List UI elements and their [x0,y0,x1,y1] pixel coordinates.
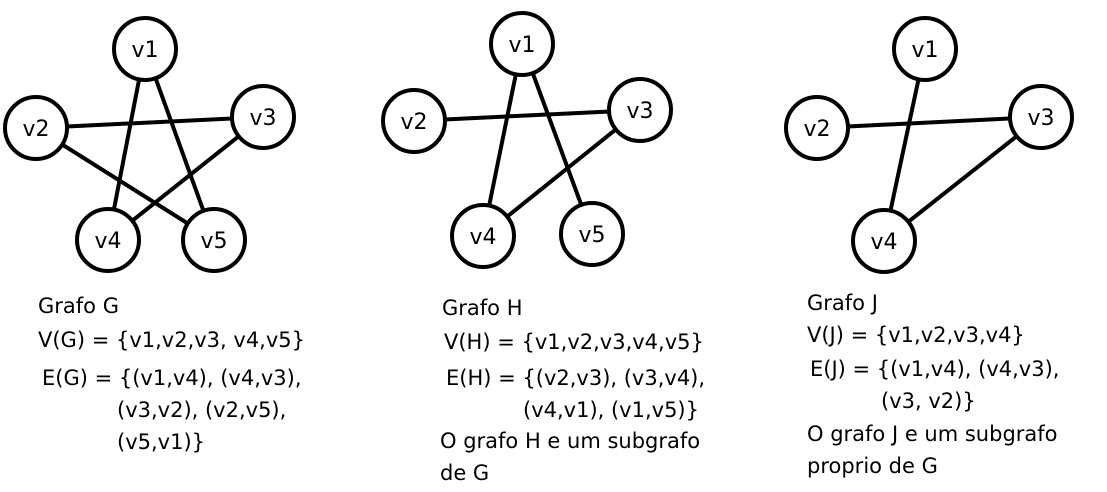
nodes-layer: v1 v2 v3 v4 v5 v1 v2 v3 v4 v5 v1 v2 v3 v4 [3,11,1074,274]
node-circle [607,77,673,143]
node-g-v4: v4 [75,207,141,273]
node-circle [75,207,141,273]
node-h-v3: v3 [607,77,673,143]
node-h-v5: v5 [559,201,625,267]
caption-j-note-2: proprio de G [807,454,938,478]
node-label: v5 [578,223,605,248]
caption-h-note-2: de G [440,461,490,485]
node-label: v1 [911,38,938,63]
node-label: v2 [803,117,830,142]
node-circle [181,207,247,273]
node-circle [112,16,178,82]
node-h-v2: v2 [381,88,447,154]
node-label: v4 [94,229,121,254]
edge-h-v1-v5 [520,43,594,235]
node-j-v1: v1 [892,16,958,82]
caption-j-note-1: O grafo J e um subgrafo [807,422,1058,446]
node-label: v1 [508,33,535,58]
node-circle [381,88,447,154]
caption-h-title: Grafo H [442,296,523,320]
node-circle [784,95,850,161]
node-j-v3: v3 [1008,84,1074,150]
node-label: v2 [22,117,49,142]
caption-j-title: Grafo J [807,291,878,315]
node-label: v4 [870,230,897,255]
edge-h-v2-v3 [413,108,641,123]
edge-j-v4-v3 [882,115,1043,243]
node-circle [892,16,958,82]
node-h-v4: v4 [450,203,516,269]
node-label: v1 [131,38,158,63]
node-label: v3 [626,99,653,124]
node-circle [489,11,555,77]
node-circle [559,201,625,267]
node-circle [3,95,69,161]
caption-g-edges-3: (v5,v1)} [117,430,205,454]
edge-j-v3-v2 [816,115,1042,130]
node-circle [450,203,516,269]
node-g-v3: v3 [230,84,296,150]
edge-g-v3-v2 [35,115,264,130]
edge-g-v2-v5 [34,126,216,242]
caption-h-vertices: V(H) = {v1,v2,v3,v4,v5} [444,330,704,354]
node-g-v1: v1 [112,16,178,82]
node-circle [1008,84,1074,150]
caption-g-title: Grafo G [38,294,119,318]
node-circle [230,84,296,150]
node-label: v5 [200,229,227,254]
node-label: v4 [469,225,496,250]
caption-j-edges-2: (v3, v2)} [881,389,976,413]
caption-g-vertices: V(G) = {v1,v2,v3, v4,v5} [38,328,306,352]
caption-h-note-1: O grafo H e um subgrafo [440,429,701,453]
node-j-v4: v4 [851,208,917,274]
caption-h-edges-2: (v4,v1), (v1,v5)} [523,398,699,422]
node-g-v2: v2 [3,95,69,161]
caption-g-edges-1: E(G) = {(v1,v4), (v4,v3), [42,366,302,390]
node-label: v3 [249,106,276,131]
caption-g-edges-2: (v3,v2), (v2,v5), [117,398,287,422]
node-label: v3 [1027,106,1054,131]
node-h-v1: v1 [489,11,555,77]
node-label: v2 [400,110,427,135]
node-g-v5: v5 [181,207,247,273]
caption-j-vertices: V(J) = {v1,v2,v3,v4} [807,323,1025,347]
edge-h-v3-v4 [481,108,642,238]
edge-g-v5-v1 [143,48,216,241]
node-circle [851,208,917,274]
caption-j-edges-1: E(J) = {(v1,v4), (v4,v3), [810,357,1060,381]
caption-h-edges-1: E(H) = {(v2,v3), (v3,v4), [446,366,706,390]
node-j-v2: v2 [784,95,850,161]
